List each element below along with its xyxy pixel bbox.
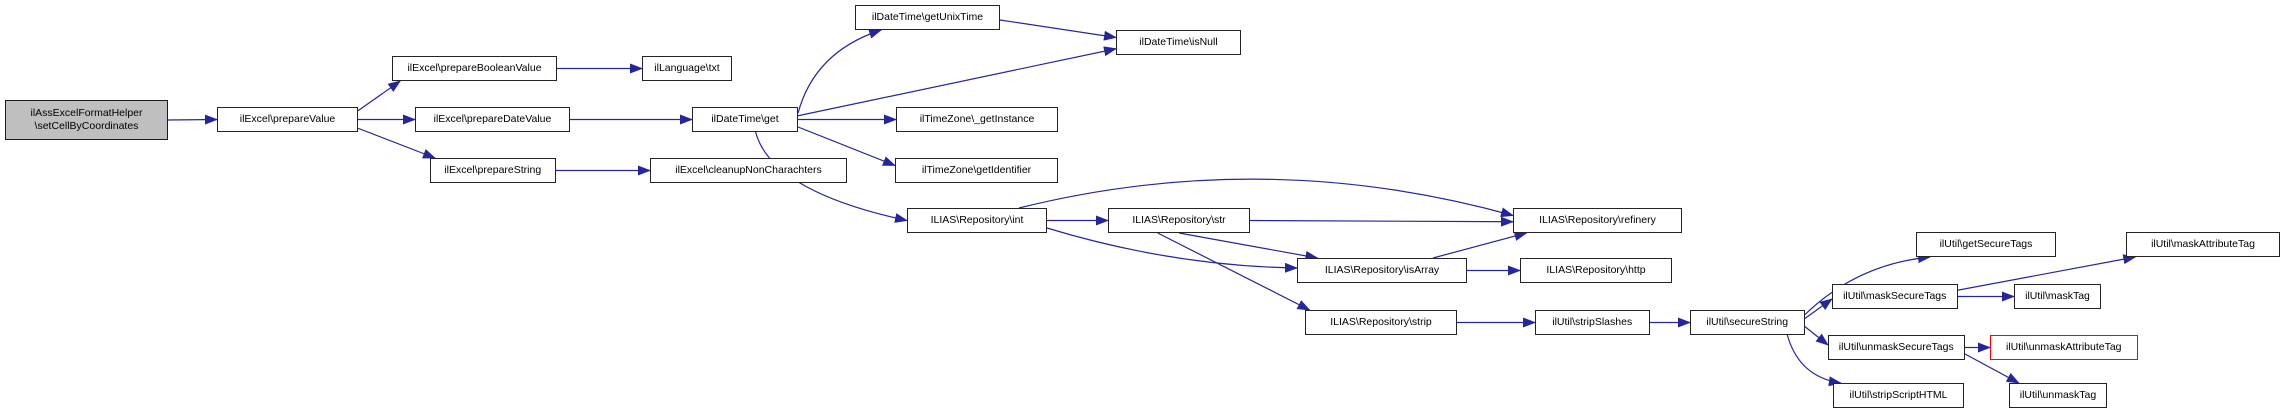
node-unmaskSecureTags[interactable]: ilUtil\unmaskSecureTags [1828, 335, 1965, 360]
edge-secureString-unmaskSecureTags [1804, 325, 1829, 346]
node-label: ilUtil\unmaskTag [2019, 389, 2097, 402]
edge-unmaskSecureTags-unmaskTag [1964, 353, 2020, 384]
node-label: ilExcel\cleanupNonCharachters [675, 164, 822, 177]
node-label: ILIAS\Repository\isArray [1324, 264, 1440, 277]
edge-prepareValue-prepareBooleanValue [357, 80, 402, 112]
node-label: ilDateTime\isNull [1139, 36, 1218, 49]
edge-str-refinery [1249, 216, 1514, 227]
node-cleanupNonCharachters[interactable]: ilExcel\cleanupNonCharachters [650, 158, 847, 183]
node-label: ilUtil\secureString [1706, 316, 1789, 329]
node-label: ilDateTime\get [711, 113, 779, 126]
node-get[interactable]: ilDateTime\get [692, 107, 798, 132]
edge-isArray-refinery [1432, 231, 1528, 259]
node-http[interactable]: ILIAS\Repository\http [1520, 258, 1672, 283]
node-label: ilUtil\unmaskAttributeTag [2005, 341, 2122, 354]
edge-int-refinery [1018, 178, 1514, 218]
node-prepareString[interactable]: ilExcel\prepareString [430, 158, 556, 183]
node-stripSlashes[interactable]: ilUtil\stripSlashes [1535, 310, 1650, 335]
node-label: ilUtil\maskSecureTags [1843, 290, 1947, 303]
node-getInstance[interactable]: ilTimeZone\_getInstance [896, 107, 1058, 132]
node-maskTag[interactable]: ilUtil\maskTag [2014, 284, 2101, 309]
node-unmaskTag[interactable]: ilUtil\unmaskTag [2009, 383, 2107, 408]
node-getIdentifier[interactable]: ilTimeZone\getIdentifier [895, 158, 1058, 183]
node-unmaskAttributeTag[interactable]: ilUtil\unmaskAttributeTag [1990, 335, 2138, 360]
node-str[interactable]: ILIAS\Repository\str [1108, 208, 1250, 233]
edge-get-int [755, 131, 908, 223]
node-label: ilUtil\getSecureTags [1939, 238, 2033, 251]
node-prepareValue[interactable]: ilExcel\prepareValue [217, 107, 358, 132]
node-maskAttributeTag[interactable]: ilUtil\maskAttributeTag [2126, 232, 2280, 257]
node-label: ILIAS\Repository\refinery [1539, 214, 1656, 227]
node-label: \setCellByCoordinates [34, 120, 139, 132]
node-label: ilExcel\prepareString [444, 164, 542, 177]
node-int[interactable]: ILIAS\Repository\int [907, 208, 1047, 233]
node-label: ILIAS\Repository\int [930, 214, 1024, 227]
node-label: ilUtil\maskAttributeTag [2151, 238, 2255, 251]
edge-getUnixTime-isNull [999, 19, 1117, 41]
edge-maskSecureTags-maskAttributeTag [1957, 254, 2137, 291]
node-label: ilTimeZone\getIdentifier [921, 164, 1032, 177]
node-label: ilUtil\stripSlashes [1552, 316, 1633, 329]
node-label: ILIAS\Repository\str [1132, 214, 1226, 227]
node-refinery[interactable]: ILIAS\Repository\refinery [1513, 208, 1682, 233]
node-label: ilExcel\prepareValue [239, 113, 336, 126]
node-prepareBooleanValue[interactable]: ilExcel\prepareBooleanValue [392, 56, 557, 81]
edge-int-isArray [1046, 227, 1298, 273]
node-prepareDateValue[interactable]: ilExcel\prepareDateValue [415, 107, 570, 132]
node-label: ilUtil\stripScriptHTML [1849, 389, 1948, 402]
edge-secureString-getSecureTags [1804, 253, 1931, 316]
node-isArray[interactable]: ILIAS\Repository\isArray [1297, 258, 1467, 283]
edge-str-isArray [1178, 232, 1319, 261]
node-maskSecureTags[interactable]: ilUtil\maskSecureTags [1832, 284, 1958, 309]
edge-secureString-stripScriptHTML [1786, 334, 1842, 387]
node-label: ILIAS\Repository\strip [1330, 316, 1432, 329]
node-label: ilUtil\unmaskSecureTags [1838, 341, 1954, 354]
edge-secureString-maskSecureTags [1804, 298, 1833, 320]
node-secureString[interactable]: ilUtil\secureString [1690, 310, 1805, 335]
edge-str-strip [1157, 232, 1311, 311]
node-label: ILIAS\Repository\http [1546, 264, 1646, 277]
node-stripScriptHTML[interactable]: ilUtil\stripScriptHTML [1833, 383, 1964, 408]
node-txt[interactable]: ilLanguage\txt [642, 56, 732, 81]
node-getSecureTags[interactable]: ilUtil\getSecureTags [1916, 232, 2056, 257]
node-label: ilTimeZone\_getInstance [919, 113, 1035, 126]
edge-setCellByCoordinates-prepareValue [167, 114, 218, 125]
node-label: ilLanguage\txt [654, 62, 720, 75]
node-label: ilAssExcelFormatHelper [30, 107, 143, 120]
node-label: ilExcel\prepareDateValue [433, 113, 552, 126]
node-label: ilDateTime\getUnixTime [871, 11, 984, 24]
node-strip[interactable]: ILIAS\Repository\strip [1305, 310, 1457, 335]
node-setCellByCoordinates: ilAssExcelFormatHelper\setCellByCoordina… [5, 100, 168, 140]
node-label: ilUtil\maskTag [2025, 290, 2090, 303]
edge-prepareValue-prepareString [357, 127, 436, 159]
node-label: ilExcel\prepareBooleanValue [407, 62, 542, 75]
edge-get-getIdentifier [797, 126, 896, 167]
node-isNull[interactable]: ilDateTime\isNull [1116, 30, 1241, 55]
edge-get-getUnixTime [797, 28, 883, 114]
node-getUnixTime[interactable]: ilDateTime\getUnixTime [855, 5, 1000, 30]
edge-get-isNull [797, 46, 1117, 117]
